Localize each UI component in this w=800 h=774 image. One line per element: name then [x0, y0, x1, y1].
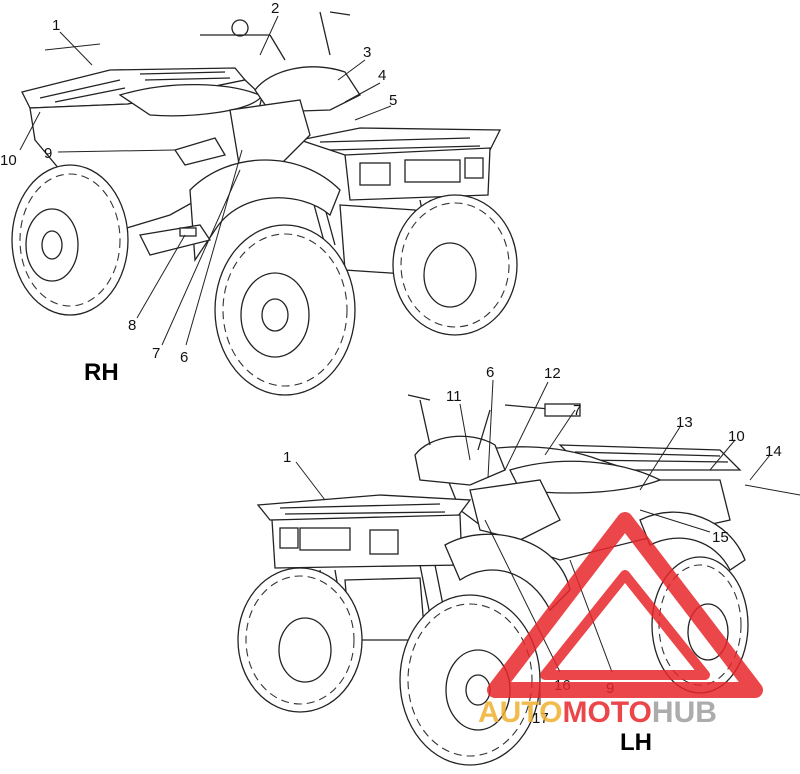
- lh-callout-13: 13: [676, 414, 693, 431]
- lh-callout-1: 1: [283, 449, 291, 466]
- lh-callout-10: 10: [728, 428, 745, 445]
- rh-callout-8: 8: [128, 317, 136, 334]
- rh-callout-3: 3: [363, 44, 371, 61]
- rh-callout-9: 9: [44, 145, 52, 162]
- rh-callout-10: 10: [0, 152, 17, 169]
- lh-callout-17: 17: [532, 710, 549, 727]
- lh-callout-14: 14: [765, 443, 782, 460]
- rh-view-label: RH: [84, 359, 119, 386]
- rh-callout-5: 5: [389, 92, 397, 109]
- automotohub-watermark: AUTOMOTOHUB: [478, 512, 763, 729]
- rh-callout-4: 4: [378, 67, 386, 84]
- rh-callout-1: 1: [52, 17, 60, 34]
- lh-callout-6: 6: [486, 364, 494, 381]
- lh-callout-12: 12: [544, 365, 561, 382]
- rh-callout-7: 7: [152, 345, 160, 362]
- rh-callout-6: 6: [180, 349, 188, 366]
- atv-rh-illustration: [11, 11, 518, 396]
- watermark-moto: MOTO: [562, 696, 651, 729]
- lh-callout-11: 11: [446, 388, 462, 405]
- svg-text:AUTOMOTOHUB: AUTOMOTOHUB: [478, 696, 717, 729]
- rh-callouts: 1 2 3 4 5 6 7 8 9 10: [0, 0, 397, 366]
- lh-callout-15: 15: [712, 529, 729, 546]
- lh-callout-7: 7: [573, 402, 581, 419]
- rh-callout-2: 2: [271, 0, 279, 17]
- watermark-hub: HUB: [652, 696, 717, 729]
- rh-leader-lines: [19, 15, 392, 346]
- watermark-auto: AUTO: [478, 696, 562, 729]
- watermark-triangle-icon: [487, 512, 763, 698]
- lh-view-label: LH: [620, 729, 652, 756]
